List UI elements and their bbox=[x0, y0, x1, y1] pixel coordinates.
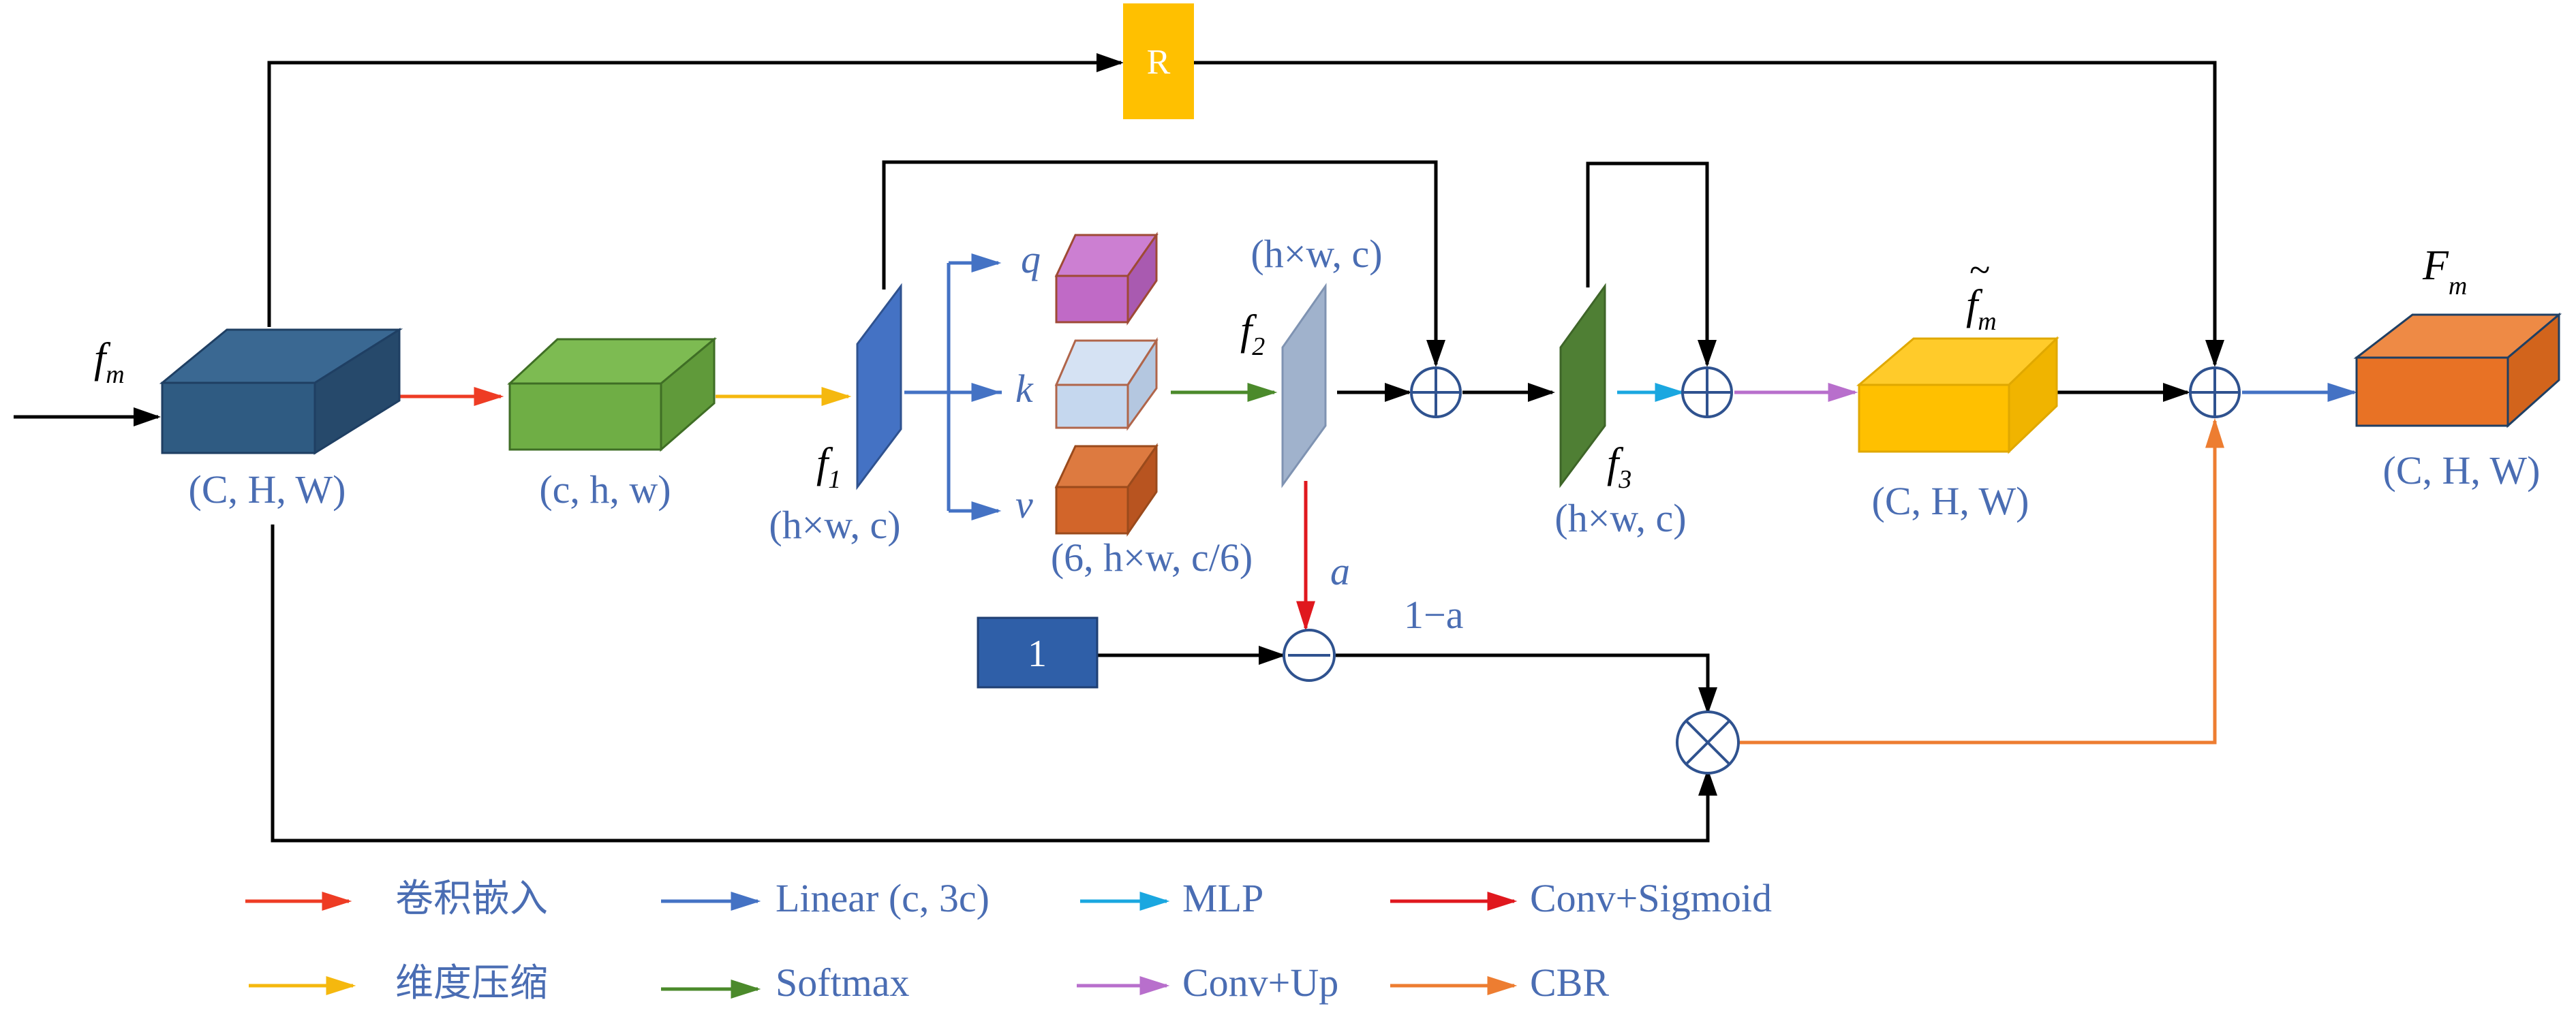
ftilde-accent: ~ bbox=[1969, 249, 1990, 292]
legend-label-mlp: MLP bbox=[1182, 876, 1263, 920]
f3-dims: (h×w, c) bbox=[1554, 496, 1686, 540]
add-operator-final bbox=[2189, 366, 2241, 418]
legend-label-cbr: CBR bbox=[1530, 960, 1609, 1005]
f1-residual bbox=[882, 160, 1445, 367]
legend-label-softmax: Softmax bbox=[776, 960, 910, 1005]
v-block bbox=[1054, 443, 1159, 537]
f1-label: f1 bbox=[816, 440, 841, 494]
cbr-arrow bbox=[1738, 418, 2224, 745]
math-labels: fm f1 f2 f3 ~ fm Fm bbox=[94, 242, 2467, 494]
legend-item-cbr: CBR bbox=[1390, 960, 1609, 1005]
legend-label-linear: Linear (c, 3c) bbox=[776, 876, 990, 920]
legend-label-conv-up: Conv+Up bbox=[1182, 960, 1338, 1005]
ftilde-dims: (C, H, W) bbox=[1872, 479, 2029, 523]
input-feature-block bbox=[159, 328, 403, 455]
add-operator-1 bbox=[1410, 366, 1462, 418]
output-symbol: Fm bbox=[2422, 242, 2467, 300]
f2-dims: (h×w, c) bbox=[1251, 232, 1382, 276]
legend-item-conv-sigmoid: Conv+Sigmoid bbox=[1390, 876, 1772, 920]
one-block: 1 bbox=[977, 616, 1099, 689]
legend-item-softmax: Softmax bbox=[661, 960, 910, 1005]
f3-residual bbox=[1586, 161, 1717, 367]
legend-label-conv-embed: 卷积嵌入 bbox=[395, 878, 548, 920]
R-to-final-add bbox=[1194, 61, 2224, 367]
connections bbox=[14, 53, 2224, 843]
multiply-operator bbox=[1676, 710, 1740, 775]
subtract-operator bbox=[1283, 629, 1336, 682]
v-label: v bbox=[1015, 482, 1033, 527]
legend: 卷积嵌入 Linear (c, 3c) MLP Conv+Sigmoid 维度压… bbox=[245, 876, 1772, 1005]
green-dims: (c, h, w) bbox=[539, 467, 671, 512]
legend-item-mlp: MLP bbox=[1080, 876, 1263, 920]
compressed-feature-block bbox=[507, 337, 718, 452]
q-label: q bbox=[1021, 237, 1041, 281]
r-block-label: R bbox=[1147, 43, 1171, 82]
qkv-dims: (6, h×w, c/6) bbox=[1051, 535, 1253, 580]
skip-to-R bbox=[267, 53, 1124, 327]
one-block-label: 1 bbox=[1028, 633, 1047, 675]
f1-slab bbox=[856, 283, 902, 490]
legend-item-dim-compress: 维度压缩 bbox=[249, 963, 548, 1005]
output-block bbox=[2353, 312, 2562, 428]
legend-item-conv-embed: 卷积嵌入 bbox=[245, 878, 548, 920]
legend-label-dim-compress: 维度压缩 bbox=[395, 963, 548, 1005]
f1-dims: (h×w, c) bbox=[769, 503, 900, 547]
input-dims: (C, H, W) bbox=[189, 467, 346, 512]
add-operator-2 bbox=[1681, 366, 1733, 418]
legend-label-conv-sigmoid: Conv+Sigmoid bbox=[1530, 876, 1772, 920]
f3-slab bbox=[1559, 283, 1606, 488]
f2-slab bbox=[1281, 283, 1327, 488]
dimension-labels: (C, H, W) (c, h, w) (h×w, c) (6, h×w, c/… bbox=[189, 232, 2541, 637]
k-block bbox=[1054, 337, 1159, 431]
input-symbol: fm bbox=[94, 335, 125, 389]
legend-item-linear: Linear (c, 3c) bbox=[661, 876, 990, 920]
one-minus-a-label: 1−a bbox=[1404, 593, 1463, 637]
input-to-multiply bbox=[271, 525, 1717, 843]
output-dims: (C, H, W) bbox=[2383, 448, 2541, 492]
a-label: a bbox=[1330, 549, 1350, 593]
r-block: R bbox=[1123, 3, 1194, 119]
f2-label: f2 bbox=[1240, 307, 1265, 361]
legend-item-conv-up: Conv+Up bbox=[1077, 960, 1338, 1005]
f3-label: f3 bbox=[1607, 440, 1631, 494]
q-block bbox=[1054, 232, 1159, 326]
k-label: k bbox=[1015, 366, 1034, 411]
ftilde-block bbox=[1856, 336, 2059, 454]
minus-to-multiply bbox=[1336, 653, 1717, 715]
